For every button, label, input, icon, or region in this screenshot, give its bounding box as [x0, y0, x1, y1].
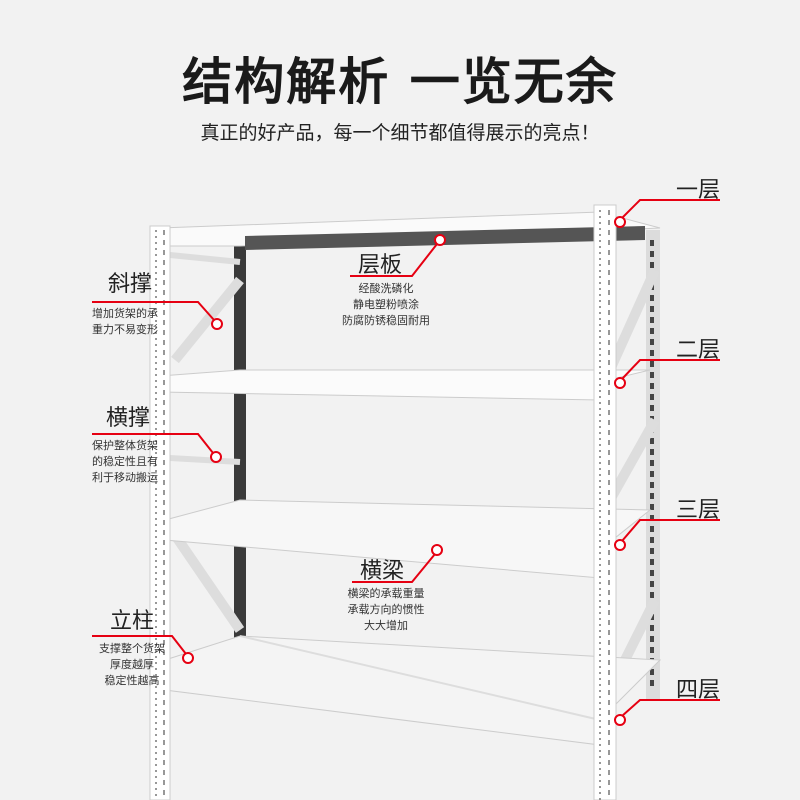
desc-line: 承载方向的惯性 — [347, 603, 425, 616]
desc-line: 厚度越厚 — [110, 658, 154, 671]
back-left-upright — [234, 242, 246, 642]
front-left-upright — [149, 225, 171, 800]
desc-line: 利于移动搬运 — [92, 471, 158, 484]
desc-line: 重力不易变形 — [92, 323, 158, 336]
callout-dot-diagonal-brace — [211, 318, 223, 330]
desc-line: 稳定性越高 — [104, 674, 160, 687]
level-label-2: 二层 — [676, 338, 721, 363]
diagonal-brace — [171, 276, 244, 364]
desc-line: 横梁的承载重量 — [347, 587, 425, 600]
page-subtitle: 真正的好产品，每一个细节都值得展示的亮点！ — [200, 122, 600, 144]
desc-line: 防腐防锈稳固耐用 — [342, 314, 430, 327]
callout-dot-beam — [431, 544, 443, 556]
level-label-3: 三层 — [676, 498, 721, 523]
desc-line: 大大增加 — [364, 619, 408, 632]
shelf-level-4 — [164, 635, 662, 746]
desc-line: 支撑整个货架 — [99, 642, 165, 655]
callout-label-cross-brace: 横撑 — [106, 406, 151, 431]
callout-dot-shelf-board — [434, 234, 446, 246]
desc-line: 静电塑粉喷涂 — [353, 298, 419, 311]
shelf-level-2 — [159, 369, 651, 401]
front-right-upright — [593, 204, 617, 800]
cross-brace — [169, 455, 241, 465]
callout-dot-level-3 — [614, 539, 626, 551]
desc-line: 保护整体货架 — [92, 439, 158, 452]
callout-label-beam: 横梁 — [360, 559, 405, 584]
callout-label-shelf-board: 层板 — [358, 253, 403, 278]
level-label-4: 四层 — [676, 678, 721, 703]
callout-desc-beam: 横梁的承载重量 承载方向的惯性 大大增加 — [326, 586, 446, 634]
callout-label-upright: 立柱 — [110, 609, 155, 634]
callout-dot-cross-brace — [210, 451, 222, 463]
callout-dot-level-2 — [614, 377, 626, 389]
desc-line: 的稳定性且有 — [92, 455, 158, 468]
callout-label-diagonal-brace: 斜撑 — [108, 272, 153, 297]
callout-dot-level-4 — [614, 714, 626, 726]
desc-line: 增加货架的承 — [92, 307, 158, 320]
callout-dot-level-1 — [614, 216, 626, 228]
desc-line: 经酸洗磷化 — [358, 282, 414, 295]
callout-dot-upright — [182, 652, 194, 664]
callout-desc-cross-brace: 保护整体货架 的稳定性且有 利于移动搬运 — [92, 438, 158, 486]
level-label-1: 一层 — [676, 178, 721, 203]
callout-desc-upright: 支撑整个货架 厚度越厚 稳定性越高 — [94, 641, 170, 689]
callout-desc-shelf-board: 经酸洗磷化 静电塑粉喷涂 防腐防锈稳固耐用 — [326, 281, 446, 329]
page-title: 结构解析 一览无余 — [182, 53, 618, 111]
callout-desc-diagonal-brace: 增加货架的承 重力不易变形 — [92, 306, 158, 338]
